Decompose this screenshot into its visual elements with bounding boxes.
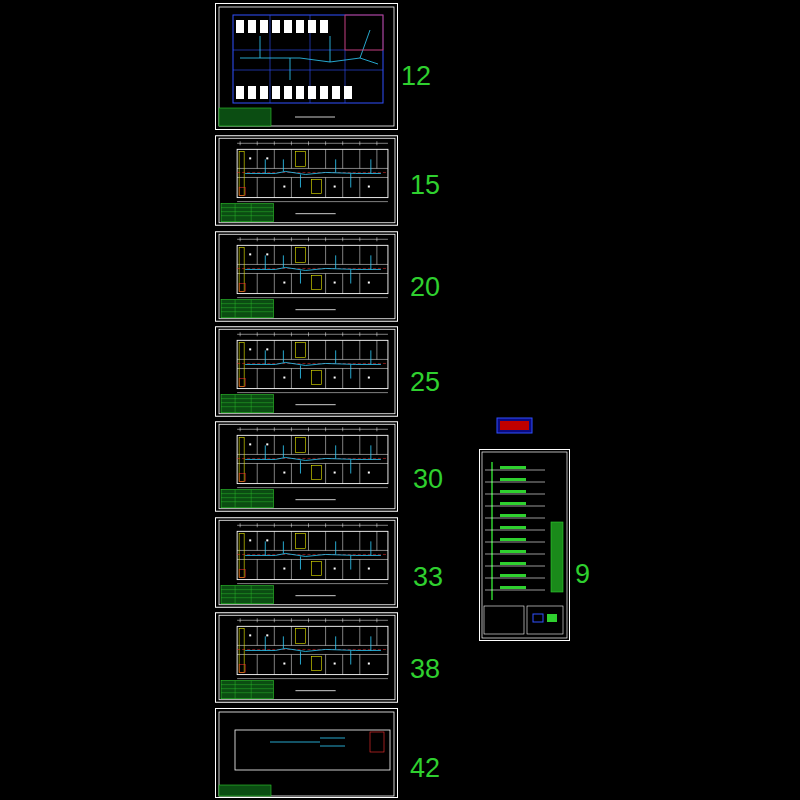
plan-sheet [216,422,398,511]
sheet-number: 30 [413,466,443,493]
sheet-number: 12 [401,63,431,90]
sheet-number: 42 [410,755,440,782]
sheet-number: 9 [575,561,590,588]
system-sheet [480,450,570,641]
sheet-number: 33 [413,564,443,591]
sheet-number: 38 [410,656,440,683]
plan-sheet [216,518,398,607]
sheet-number: 25 [410,369,440,396]
plan-sheet [216,327,398,416]
sheet-number: 15 [410,172,440,199]
plan-sheet [216,613,398,702]
plan-sheet [216,136,398,225]
plan-sheet [216,709,398,798]
plan-sheet [216,232,398,321]
plan-sheet [216,4,398,130]
sheet-number: 20 [410,274,440,301]
